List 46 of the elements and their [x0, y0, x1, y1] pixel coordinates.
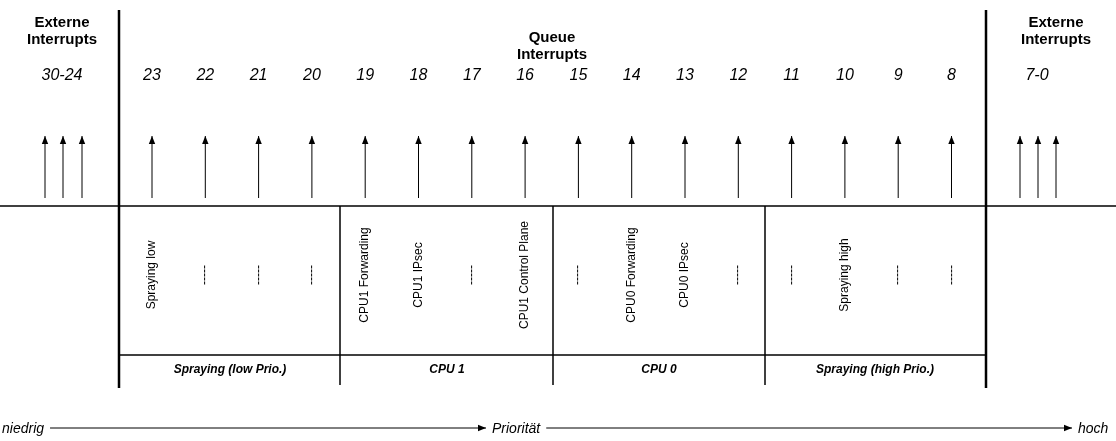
interrupt-number: 23	[143, 65, 161, 85]
slot-label: CPU1 Forwarding	[358, 227, 373, 323]
axis-label: hoch	[1078, 420, 1109, 436]
interrupt-number: 14	[622, 65, 641, 85]
slot-label: -----	[464, 265, 479, 285]
arrow	[545, 424, 1073, 432]
group-label: Spraying (high Prio.)	[816, 363, 934, 377]
slot-label: -----	[571, 265, 586, 285]
interrupt-number: 12	[729, 65, 748, 85]
group-label: CPU 0	[641, 363, 677, 377]
interrupt-number: 10	[836, 65, 854, 85]
column-heading: Queue Interrupts	[516, 27, 588, 63]
column-heading: Externe Interrupts	[26, 12, 98, 48]
interrupt-number: 9	[893, 65, 903, 85]
column-heading: Externe Interrupts	[1020, 12, 1092, 48]
slot-label: -----	[198, 265, 213, 285]
interrupt-number: 22	[196, 65, 215, 85]
slot-label: CPU1 Control Plane	[518, 220, 532, 330]
slot-label: Spraying low	[145, 240, 159, 310]
interrupt-number: 15	[569, 65, 588, 85]
interrupt-number: 8	[947, 65, 956, 85]
interrupt-number: 17	[462, 65, 481, 85]
slot-label: -----	[784, 265, 799, 285]
interrupt-number: 16	[516, 65, 534, 85]
group-label: Spraying (low Prio.)	[173, 363, 287, 377]
axis-label: Priorität	[492, 420, 541, 436]
slot-label: CPU0 Forwarding	[624, 227, 639, 323]
axis-label: niedrig	[2, 420, 45, 436]
slot-label: CPU0 IPsec	[678, 242, 692, 308]
interrupt-number: 7-0	[1025, 65, 1049, 85]
interrupt-number: 18	[409, 65, 428, 85]
slot-label: -----	[731, 265, 746, 285]
interrupt-number: 20	[303, 65, 321, 85]
interrupt-number: 21	[249, 65, 268, 85]
slot-label: -----	[251, 265, 266, 285]
interrupt-number: 30-24	[41, 65, 83, 85]
slot-label: Spraying high	[838, 238, 852, 312]
group-label: CPU 1	[429, 363, 465, 377]
interrupt-number: 11	[783, 65, 800, 85]
slot-label: CPU1 IPsec	[411, 242, 426, 308]
interrupt-number: 19	[356, 65, 375, 85]
arrow	[49, 424, 487, 432]
slot-label: -----	[891, 265, 906, 285]
slot-label: -----	[305, 265, 319, 285]
slot-label: -----	[944, 265, 959, 285]
interrupt-number: 13	[676, 65, 694, 85]
